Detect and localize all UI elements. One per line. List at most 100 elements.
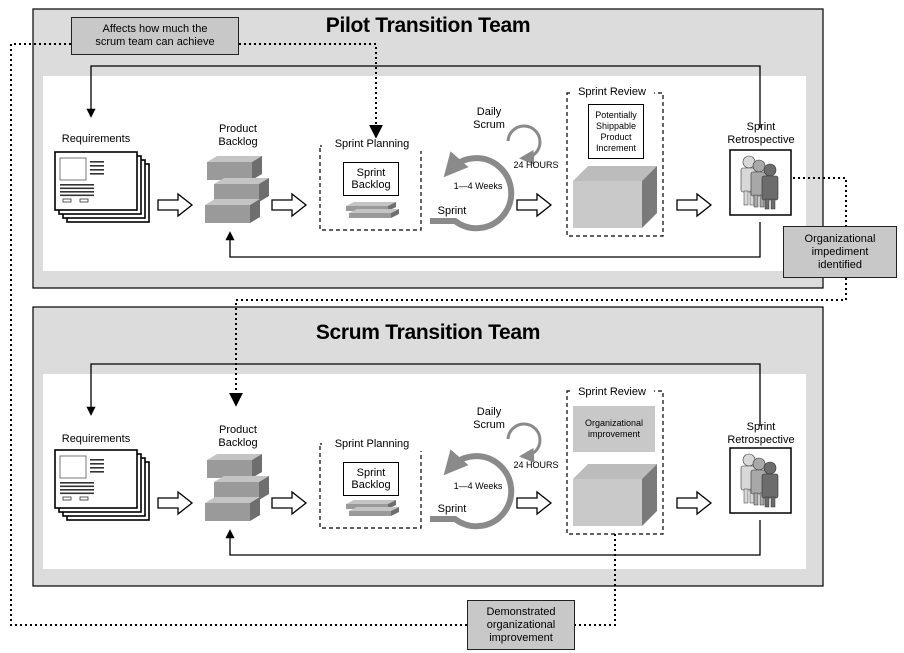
hours-label: 24 HOURS [513, 160, 559, 170]
backlog-block-front [207, 460, 252, 478]
dotted-connector-retro [793, 177, 847, 226]
person-body [761, 473, 779, 499]
flow-arrow [271, 490, 308, 516]
backlog-block-front [205, 205, 250, 223]
sprint-slab-side [388, 500, 396, 509]
doc-image [59, 455, 87, 479]
product-backlog-label: Product Backlog [218, 123, 258, 148]
hours-label: 24 HOURS [513, 460, 559, 470]
increment-cube-icon [573, 464, 657, 526]
person-leg [743, 190, 749, 206]
pilot-team-title: Pilot Transition Team [325, 14, 531, 37]
sprint-backlog-box: Sprint Backlog [343, 162, 399, 196]
person-head [752, 159, 766, 173]
weeks-label: 1—4 Weeks [453, 481, 503, 491]
flow-arrow [157, 490, 194, 516]
person-leg [764, 496, 770, 508]
backlog-block-top [205, 199, 260, 205]
person-body [761, 175, 779, 201]
feedback-arrow-bottom [225, 222, 761, 258]
backlog-block-side [252, 156, 262, 180]
feedback-arrow-top [86, 363, 761, 426]
doc-image [59, 157, 87, 181]
cube-front [573, 479, 642, 526]
backlog-block-side [250, 497, 260, 521]
person-leg [770, 496, 776, 508]
organizational-improvement-box: Organizational improvement [573, 406, 655, 452]
doc-button [62, 496, 72, 501]
sprint-planning-label: Sprint Planning [322, 138, 422, 151]
backlog-block-top [207, 454, 262, 460]
sprint-cycle-arrow [430, 449, 515, 530]
team-people-icon [729, 447, 792, 514]
daily-scrum-label: Daily Scrum [473, 406, 505, 431]
sprint-slab-top [349, 507, 399, 511]
sprint-slab-side [391, 507, 399, 516]
sprint-slab-top [346, 500, 396, 504]
sprint-review-label: Sprint Review [570, 86, 654, 99]
person-leg [753, 194, 759, 208]
flow-arrow [157, 192, 194, 218]
backlog-block-side [252, 454, 262, 478]
backlog-block-top [205, 497, 260, 503]
feedback-arrow-top [86, 65, 761, 128]
doc-button [79, 496, 89, 501]
cube-top [573, 464, 657, 479]
daily-scrum-label: Daily Scrum [473, 106, 505, 131]
backlog-block-side [250, 199, 260, 223]
requirements-docs-icon [54, 151, 150, 223]
sprint-slab-front [346, 206, 388, 211]
person-leg [753, 492, 759, 506]
backlog-block-front [207, 162, 252, 180]
sprint-slab-front [349, 511, 391, 516]
doc-line [60, 187, 94, 190]
sprint-slab-top [349, 209, 399, 213]
cube-front [573, 181, 642, 228]
doc-line [60, 492, 94, 495]
doc-line [90, 173, 104, 175]
doc-line [60, 194, 94, 197]
backlog-block-front [205, 503, 250, 521]
product-backlog-blocks-icon [205, 454, 269, 521]
flow-arrow [676, 490, 713, 516]
flow-arrow [516, 490, 553, 516]
sprint-review-label: Sprint Review [570, 386, 654, 399]
doc-line [90, 467, 104, 469]
doc-line [60, 489, 94, 491]
backlog-block-top [214, 476, 269, 482]
doc-line [90, 471, 104, 473]
cube-side [642, 166, 657, 228]
flow-arrow [271, 192, 308, 218]
doc-line [60, 184, 94, 186]
sprint-retrospective-label: Sprint Retrospective [727, 121, 795, 146]
doc-line [60, 485, 94, 488]
requirements-label: Requirements [61, 433, 131, 445]
panel-inner [43, 76, 806, 271]
sprint-label: Sprint [437, 205, 467, 217]
pilot-team-panel [32, 8, 824, 289]
dotted-connector-review [575, 534, 616, 626]
person-head [763, 163, 777, 177]
sprint-slab-side [388, 202, 396, 211]
doc-line [60, 482, 94, 484]
person-head [752, 457, 766, 471]
cube-top [573, 166, 657, 181]
sprint-planning-label: Sprint Planning [322, 438, 422, 451]
daily-scrum-cycle-arrow [506, 422, 542, 463]
dotted-connector-affects [239, 43, 383, 139]
backlog-block-top [214, 178, 269, 184]
sprint-slab-front [349, 213, 391, 218]
product-backlog-label: Product Backlog [218, 424, 258, 449]
sprint-slab-side [391, 209, 399, 218]
doc-line [90, 161, 104, 163]
potentially-shippable-increment-box: Potentially Shippable Product Increment [588, 104, 644, 159]
flow-arrow [516, 192, 553, 218]
sprint-label: Sprint [437, 503, 467, 515]
doc-line [90, 463, 104, 465]
team-people-icon [729, 149, 792, 216]
weeks-label: 1—4 Weeks [453, 181, 503, 191]
backlog-block-side [259, 178, 269, 202]
backlog-block-front [214, 184, 259, 202]
doc-line [90, 169, 104, 171]
flow-arrow [676, 192, 713, 218]
